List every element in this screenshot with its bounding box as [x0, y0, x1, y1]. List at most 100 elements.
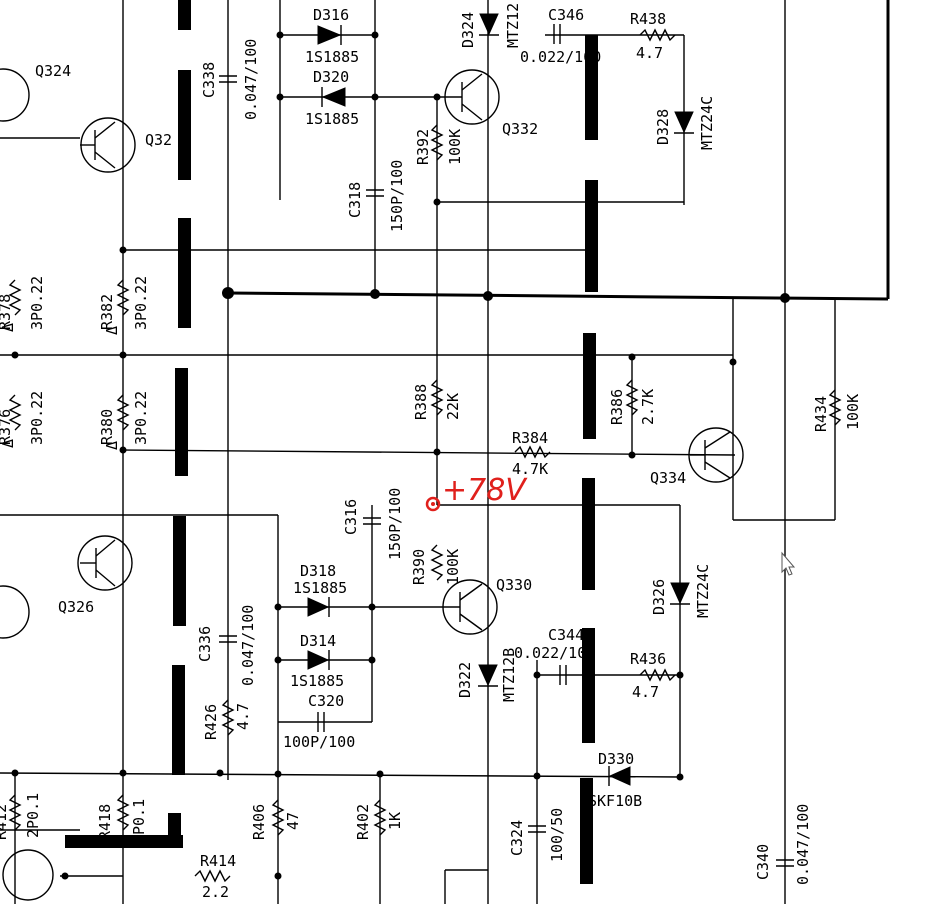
diode-d320: D320 1S1885: [305, 68, 359, 128]
d326-value: MTZ24C: [694, 564, 712, 618]
q324-label: Q324: [35, 62, 71, 80]
r380-value: 3P0.22: [132, 391, 150, 445]
d330-value: SKF10B: [588, 792, 642, 810]
resistor-r384: R384 4.7K: [512, 429, 551, 478]
resistor-r438: R438 4.7: [630, 10, 676, 62]
q332-label: Q332: [502, 120, 538, 138]
resistor-r418: R418 P0.1: [96, 794, 148, 840]
transistor-q326: Q326: [58, 535, 133, 616]
capacitor-c338: C338 0.047/100: [200, 39, 260, 120]
transistor-partial-bottom-left: [2, 849, 54, 901]
r406-value: 47: [284, 812, 302, 830]
diode-d314: D314 1S1885: [290, 632, 344, 690]
r418-value: P0.1: [130, 799, 148, 835]
r380-ref: R380: [98, 409, 116, 445]
c316-value: 150P/100: [386, 488, 404, 560]
r382-ref: R382: [98, 294, 116, 330]
r392-value: 100K: [446, 129, 464, 165]
horizontal-wires: [0, 34, 835, 904]
d330-ref: D330: [598, 750, 634, 768]
resistor-r380: R380 3P0.22: [98, 391, 150, 445]
d328-value: MTZ24C: [698, 96, 716, 150]
r376-value: 3P0.22: [28, 391, 46, 445]
r426-ref: R426: [202, 704, 220, 740]
r414-ref: R414: [200, 852, 236, 870]
d314-value: 1S1885: [290, 672, 344, 690]
transistor-partial-left: [0, 585, 30, 639]
resistor-r426: R426 4.7: [202, 699, 252, 740]
capacitor-c320: C320 100P/100: [283, 692, 355, 751]
measurement-point-marker: [425, 496, 441, 512]
r436-value: 4.7: [632, 683, 659, 701]
r390-value: 100K: [444, 549, 462, 585]
d316-ref: D316: [313, 6, 349, 24]
resistor-r414: R414 2.2: [194, 852, 236, 901]
q330-label: Q330: [496, 576, 532, 594]
transistor-q332: Q332: [440, 69, 538, 138]
d316-value: 1S1885: [305, 48, 359, 66]
resistor-r434: R434 100K: [812, 389, 862, 432]
resistor-r378: R378 3P0.22: [0, 276, 46, 330]
c336-ref: C336: [196, 626, 214, 662]
c320-ref: C320: [308, 692, 344, 710]
voltage-annotation: +78V: [425, 473, 528, 512]
r414-value: 2.2: [202, 883, 229, 901]
resistor-r406: R406 47: [250, 799, 302, 840]
r378-value: 3P0.22: [28, 276, 46, 330]
d320-ref: D320: [313, 68, 349, 86]
safety-mark-r380: Δ: [103, 441, 121, 450]
d322-ref: D322: [456, 662, 474, 698]
diode-d316: D316 1S1885: [305, 6, 359, 66]
mouse-cursor-icon: [781, 551, 796, 576]
c320-value: 100P/100: [283, 733, 355, 751]
c344-value: 0.022/100: [514, 644, 595, 662]
r384-value: 4.7K: [512, 460, 548, 478]
q326-label: Q326: [58, 598, 94, 616]
r388-ref: R388: [412, 384, 430, 420]
resistor-r386: R386 2.7K: [608, 379, 657, 425]
c336-value: 0.047/100: [239, 605, 257, 686]
r386-ref: R386: [608, 389, 626, 425]
c318-ref: C318: [346, 182, 364, 218]
r434-value: 100K: [844, 394, 862, 430]
c316-ref: C316: [342, 499, 360, 535]
c340-ref: C340: [754, 844, 772, 880]
capacitor-c316: C316 150P/100: [342, 488, 404, 560]
capacitor-c340: C340 0.047/100: [754, 804, 812, 885]
separator-bars: [65, 0, 598, 884]
r438-ref: R438: [630, 10, 666, 28]
diode-d322: D322 MTZ12B: [456, 648, 518, 702]
c340-value: 0.047/100: [794, 804, 812, 885]
r402-value: 1K: [386, 812, 404, 830]
c324-value: 100/50: [548, 808, 566, 862]
d324-value: MTZ12: [504, 3, 522, 48]
r386-value: 2.7K: [639, 389, 657, 425]
resistor-r436: R436 4.7: [630, 650, 676, 701]
r388-value: 22K: [444, 393, 462, 420]
c344-ref: C344: [548, 626, 584, 644]
r382-value: 3P0.22: [132, 276, 150, 330]
d318-value: 1S1885: [293, 579, 347, 597]
r390-ref: R390: [410, 549, 428, 585]
transistor-q32: Q32: [80, 117, 172, 173]
d324-ref: D324: [459, 12, 477, 48]
resistor-r382: R382 3P0.22: [98, 276, 150, 330]
capacitor-c336: C336 0.047/100: [196, 605, 257, 686]
safety-mark-r378: Δ: [0, 323, 17, 332]
d326-ref: D326: [650, 579, 668, 615]
d322-value: MTZ12B: [500, 648, 518, 702]
resistor-r390: R390 100K: [410, 544, 462, 585]
c324-ref: C324: [508, 820, 526, 856]
capacitor-c344: C344 0.022/100: [514, 626, 595, 685]
c338-value: 0.047/100: [242, 39, 260, 120]
r392-ref: R392: [414, 129, 432, 165]
c318-value: 150P/100: [388, 160, 406, 232]
c346-ref: C346: [548, 6, 584, 24]
transistor-q334: Q334: [650, 427, 744, 487]
diode-d324: D324 MTZ12: [459, 3, 522, 48]
r376-ref: R376: [0, 409, 14, 445]
r412-ref: R412: [0, 804, 10, 840]
q334-label: Q334: [650, 469, 686, 487]
d314-ref: D314: [300, 632, 336, 650]
